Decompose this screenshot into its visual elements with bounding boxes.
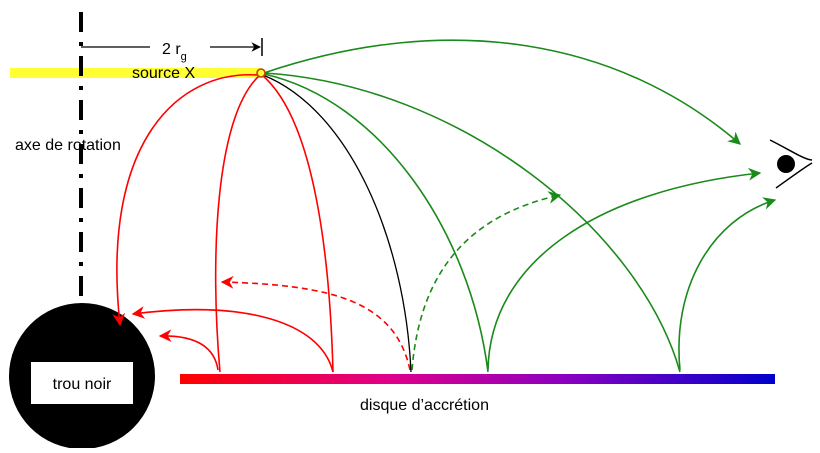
distance-marker [81,38,263,56]
ray-source-to-disk-green-2 [263,72,681,373]
ray-disk-escape-dashed [411,191,562,371]
axis-label: axe de rotation [15,137,121,154]
ray-source-to-hole [112,74,258,327]
ray-source-to-disk-green-1 [263,73,489,373]
ray-source-to-observer [263,39,741,145]
source-point [256,68,266,78]
ray-disk-return-1 [158,329,219,371]
ray-source-to-disk-mid [261,74,334,373]
ray-source-to-disk-black [262,74,412,373]
accretion-disk [180,374,775,384]
black-hole-label: trou noir [53,376,112,393]
distance-label: 2 rg [162,41,187,63]
ray-disk-return-dashed [220,275,411,371]
black-hole-label-box [31,362,133,404]
disk-label: disque d’accrétion [360,397,489,414]
source-label: source X [132,65,195,82]
ray-disk-return-2 [131,306,334,373]
ray-disk-to-observer-2 [678,197,777,371]
source-band [10,68,262,78]
eye-icon [769,139,813,189]
ray-source-to-disk-left [214,74,261,373]
ray-disk-to-observer-1 [487,167,762,371]
